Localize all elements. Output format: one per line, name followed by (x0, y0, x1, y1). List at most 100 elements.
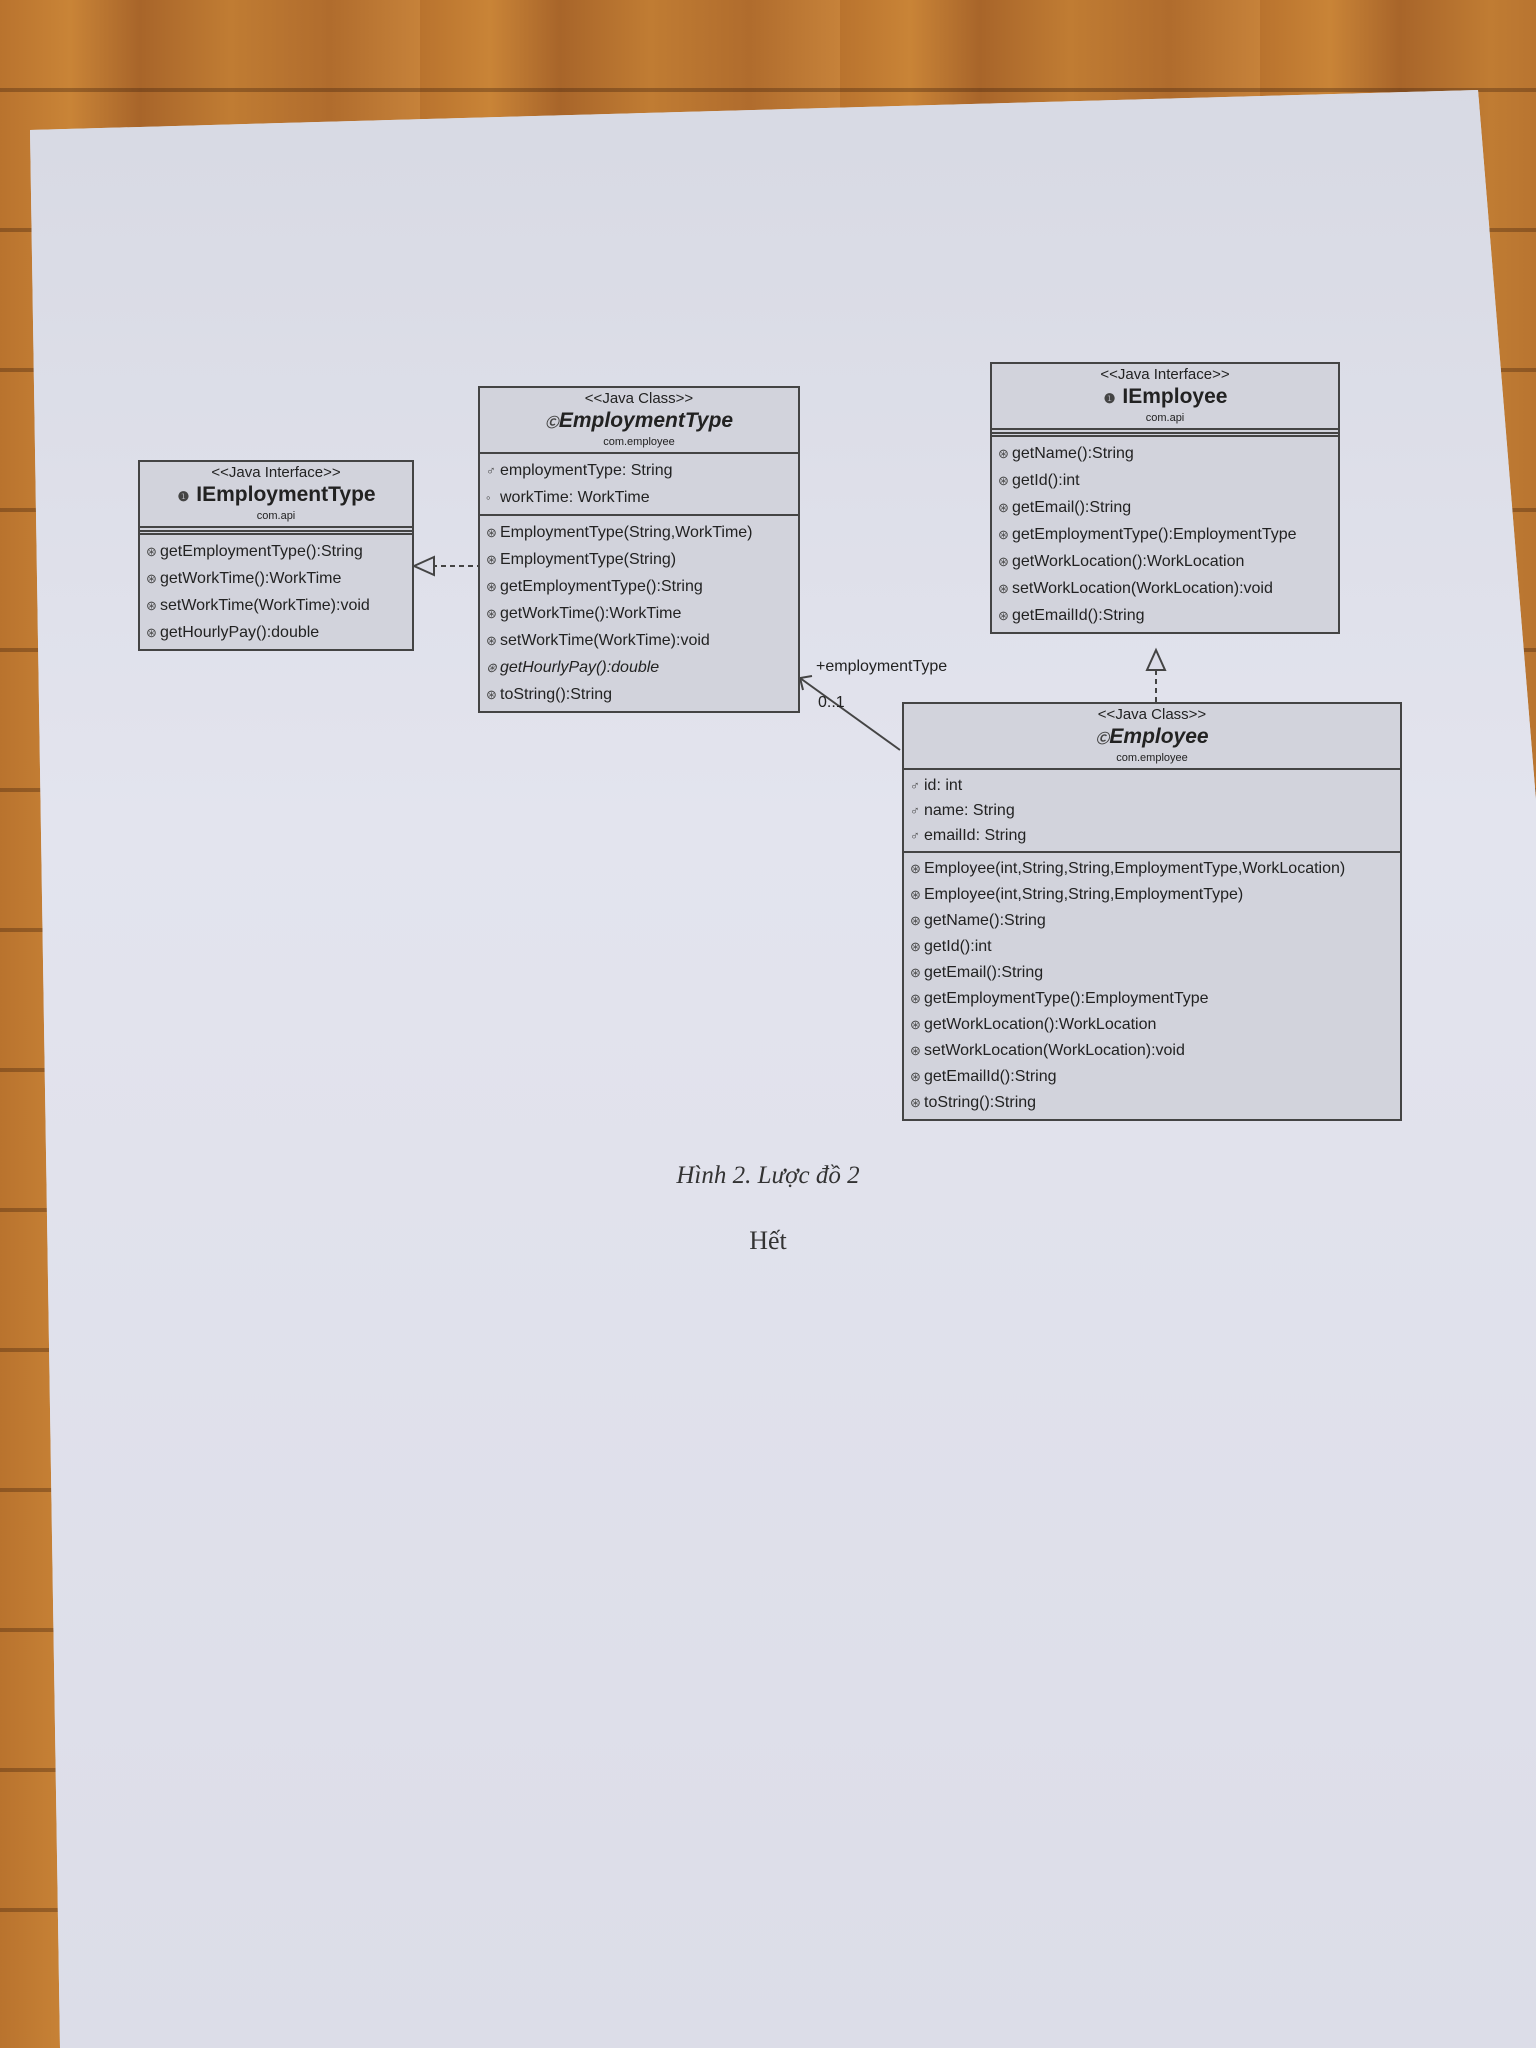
method-row: ⊛getWorkTime():WorkTime (486, 600, 792, 627)
public-method-icon: ⊛ (910, 965, 921, 980)
method-row: ⊛Employee(int,String,String,EmploymentTy… (910, 856, 1394, 882)
public-method-icon: ⊛ (998, 554, 1009, 569)
method-row: ⊛getWorkLocation():WorkLocation (910, 1012, 1394, 1038)
interface-icon: ❶ (177, 489, 190, 504)
public-method-icon: ⊛ (486, 687, 497, 702)
method-row: ⊛getEmploymentType():String (486, 573, 792, 600)
method-row: ⊛getName():String (910, 908, 1394, 934)
public-method-icon: ⊛ (910, 1043, 921, 1058)
public-method-icon: ⊛ (910, 1095, 921, 1110)
attributes-section-empty (992, 430, 1338, 437)
method-row: ⊛getEmploymentType():String (146, 538, 406, 565)
public-method-icon: ⊛ (998, 473, 1009, 488)
method-row: ⊛setWorkTime(WorkTime):void (146, 592, 406, 619)
method-row: ⊛getEmailId():String (998, 602, 1332, 629)
method-row: ⊛Employee(int,String,String,EmploymentTy… (910, 882, 1394, 908)
method-row: ⊛getEmploymentType():EmploymentType (910, 986, 1394, 1012)
public-method-icon: ⊛ (998, 608, 1009, 623)
class-icon: Ⓒ (545, 415, 559, 430)
package-label: com.employee (603, 436, 675, 448)
method-row: ⊛getName():String (998, 440, 1332, 467)
class-box-employee: <<Java Class>> ⒸEmployee com.employee ♂i… (902, 702, 1402, 1121)
method-row: ⊛getEmailId():String (910, 1064, 1394, 1090)
class-icon: Ⓒ (1095, 731, 1109, 746)
association-arrowhead (798, 675, 813, 691)
end-text: Hết (749, 1226, 787, 1255)
field-icon: ◦ (486, 490, 491, 505)
class-header: <<Java Class>> ⒸEmploymentType com.emplo… (480, 388, 798, 454)
stereotype-label: <<Java Class>> (1097, 706, 1207, 723)
methods-section: ⊛getEmploymentType():String ⊛getWorkTime… (140, 535, 412, 649)
constructor-icon: ⊛ (910, 887, 921, 902)
method-row: ⊛getEmploymentType():EmploymentType (998, 521, 1332, 548)
association-role-label: +employmentType (816, 658, 948, 675)
public-method-icon: ⊛ (998, 500, 1009, 515)
method-row: ⊛getId():int (910, 934, 1394, 960)
class-header: <<Java Interface>> ❶ IEmployee com.api (992, 364, 1338, 430)
public-method-icon: ⊛ (146, 598, 157, 613)
public-method-icon: ⊛ (146, 571, 157, 586)
attribute-row: ♂emailId: String (910, 823, 1394, 848)
attributes-section: ♂id: int ♂name: String ♂emailId: String (904, 770, 1400, 853)
method-row: ⊛getWorkLocation():WorkLocation (998, 548, 1332, 575)
method-row: ⊛getHourlyPay():double (486, 654, 792, 681)
attribute-row: ♂id: int (910, 773, 1394, 798)
method-row: ⊛EmploymentType(String,WorkTime) (486, 519, 792, 546)
constructor-icon: ⊛ (486, 525, 497, 540)
association-multiplicity-label: 0..1 (818, 694, 845, 711)
stereotype-label: <<Java Class>> (584, 390, 694, 407)
realization-arrowhead-employmenttype (411, 555, 435, 577)
attributes-section-empty (140, 528, 412, 535)
final-field-icon: ♂ (910, 803, 920, 818)
package-label: com.api (256, 510, 296, 522)
class-name: Employee (1109, 725, 1209, 748)
public-method-icon: ⊛ (910, 1069, 921, 1084)
abstract-method-icon: ⊛ (486, 660, 497, 675)
attributes-section: ♂employmentType: String ◦workTime: WorkT… (480, 454, 798, 516)
final-field-icon: ♂ (486, 463, 496, 478)
constructor-icon: ⊛ (910, 861, 921, 876)
public-method-icon: ⊛ (910, 1017, 921, 1032)
realization-arrowhead-employee (1145, 647, 1167, 671)
final-field-icon: ♂ (910, 778, 920, 793)
package-label: com.api (1145, 412, 1185, 424)
method-row: ⊛getId():int (998, 467, 1332, 494)
public-method-icon: ⊛ (998, 446, 1009, 461)
methods-section: ⊛EmploymentType(String,WorkTime) ⊛Employ… (480, 516, 798, 711)
method-row: ⊛setWorkTime(WorkTime):void (486, 627, 792, 654)
method-row: ⊛getEmail():String (910, 960, 1394, 986)
interface-icon: ❶ (1103, 391, 1116, 406)
method-row: ⊛getWorkTime():WorkTime (146, 565, 406, 592)
class-header: <<Java Class>> ⒸEmployee com.employee (904, 704, 1400, 770)
constructor-icon: ⊛ (486, 552, 497, 567)
method-row: ⊛setWorkLocation(WorkLocation):void (910, 1038, 1394, 1064)
attribute-row: ◦workTime: WorkTime (486, 484, 792, 511)
attribute-row: ♂name: String (910, 798, 1394, 823)
public-method-icon: ⊛ (486, 606, 497, 621)
method-row: ⊛getEmail():String (998, 494, 1332, 521)
method-row: ⊛toString():String (910, 1090, 1394, 1116)
class-box-iemploymenttype: <<Java Interface>> ❶ IEmploymentType com… (138, 460, 414, 651)
stereotype-label: <<Java Interface>> (211, 464, 341, 481)
attribute-row: ♂employmentType: String (486, 457, 792, 484)
class-name: IEmployee (1122, 385, 1228, 408)
method-row: ⊛setWorkLocation(WorkLocation):void (998, 575, 1332, 602)
public-method-icon: ⊛ (146, 625, 157, 640)
class-header: <<Java Interface>> ❶ IEmploymentType com… (140, 462, 412, 528)
class-box-iemployee: <<Java Interface>> ❶ IEmployee com.api ⊛… (990, 362, 1340, 634)
public-method-icon: ⊛ (486, 633, 497, 648)
stereotype-label: <<Java Interface>> (1100, 366, 1230, 383)
methods-section: ⊛Employee(int,String,String,EmploymentTy… (904, 853, 1400, 1119)
class-name: IEmploymentType (196, 483, 376, 506)
public-method-icon: ⊛ (998, 527, 1009, 542)
final-field-icon: ♂ (910, 828, 920, 843)
methods-section: ⊛getName():String ⊛getId():int ⊛getEmail… (992, 437, 1338, 632)
public-method-icon: ⊛ (910, 939, 921, 954)
class-name: EmploymentType (558, 409, 734, 432)
public-method-icon: ⊛ (910, 991, 921, 1006)
public-method-icon: ⊛ (998, 581, 1009, 596)
figure-caption: Hình 2. Lược đồ 2 (676, 1162, 860, 1189)
public-method-icon: ⊛ (486, 579, 497, 594)
method-row: ⊛toString():String (486, 681, 792, 708)
